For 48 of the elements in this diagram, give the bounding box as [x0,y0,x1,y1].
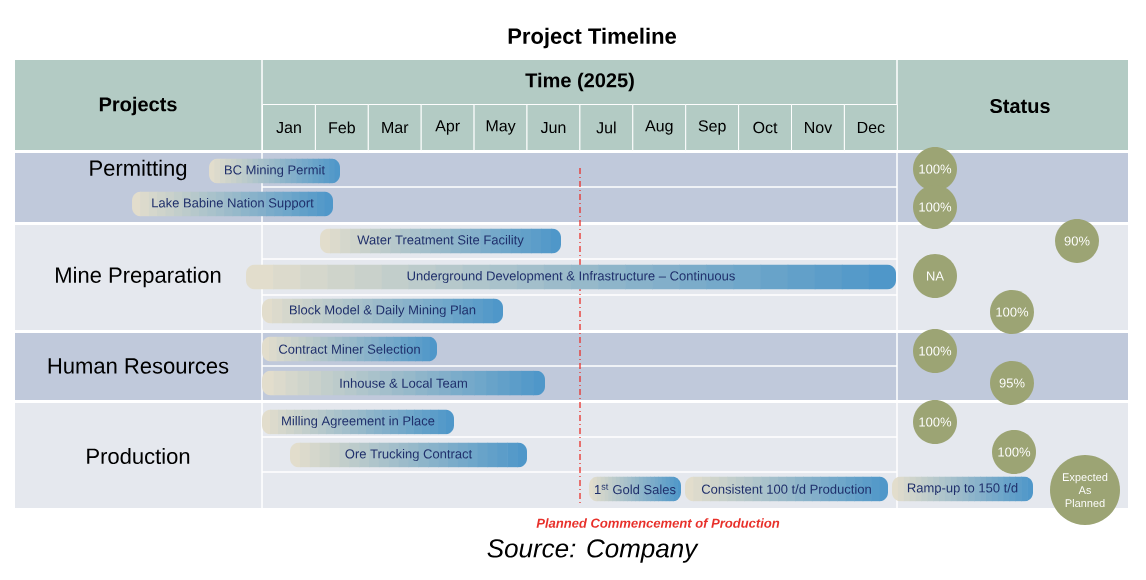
node-label: $^{st}$ Gold Sales [601,483,676,495]
caption: Source: Company [487,539,699,563]
node-label: Water Treatment Site Facility [357,234,524,248]
task-bar: 1$^{st}$ Gold Sales [589,476,681,502]
month-cell: Dec [843,104,898,151]
task-bar: Ore Trucking Contract [290,442,527,468]
month-cell: Oct [738,104,792,151]
title: Project Timeline [508,27,677,49]
task-bar: Ramp-up to 150 t/d [892,476,1033,502]
node-label: 100% [919,164,952,174]
task-bar: Water Treatment Site Facility [320,228,561,254]
month-cell: Nov [791,104,845,151]
month-cell: Mar [367,104,422,151]
node-label: Ore Trucking Contract [345,448,473,462]
category-label: Permitting [90,159,187,181]
month-cell: Feb [314,104,369,151]
node-label: BC Mining Permit [225,164,325,178]
node-label: Consistent 100 t/d Production [701,484,871,494]
month-cell: Jan [262,104,316,151]
column-header: Time (2025) [525,72,634,92]
month-cell: May [473,104,528,151]
task-bar: Lake Babine Nation Support [132,191,333,217]
task-bar: Contract Miner Selection [262,336,437,362]
task-bar: Consistent 100 t/d Production [685,476,888,502]
node-label: Lake Babine Nation Support [152,197,314,211]
category-label: Mine Preparation [56,266,221,288]
month-cell: Apr [420,104,475,151]
node-label: Underground Development & Infrastructure – Continuous [407,270,735,284]
node-label: Milling Agreement in Place [282,415,435,429]
node-label: Contract Miner Selection [279,344,420,354]
node-label: 100% [919,202,952,212]
node-label: Ramp-up to 150 t/d [907,482,1018,496]
task-bar: Underground Development & Infrastructure – Continuous [246,264,896,290]
node-label: Block Model & Daily Mining Plan [290,304,476,318]
category-label: Human Resources [48,358,229,374]
month-cell: Aug [632,104,687,151]
task-bar: Inhouse & Local Team [262,370,545,396]
month-cell: Sep [685,104,740,151]
month-cell: Jun [526,104,581,151]
annotation: Planned Commencement of Production [536,518,780,528]
column-header: Projects [99,96,177,116]
node-label: Inhouse & Local Team [340,378,467,388]
task-bar: Block Model & Daily Mining Plan [262,298,503,324]
month-cell: Jul [579,104,634,151]
category-label: Production [87,447,190,465]
task-bar: BC Mining Permit [209,158,340,184]
column-header: Status [990,98,1050,114]
task-bar: Milling Agreement in Place [262,409,454,435]
